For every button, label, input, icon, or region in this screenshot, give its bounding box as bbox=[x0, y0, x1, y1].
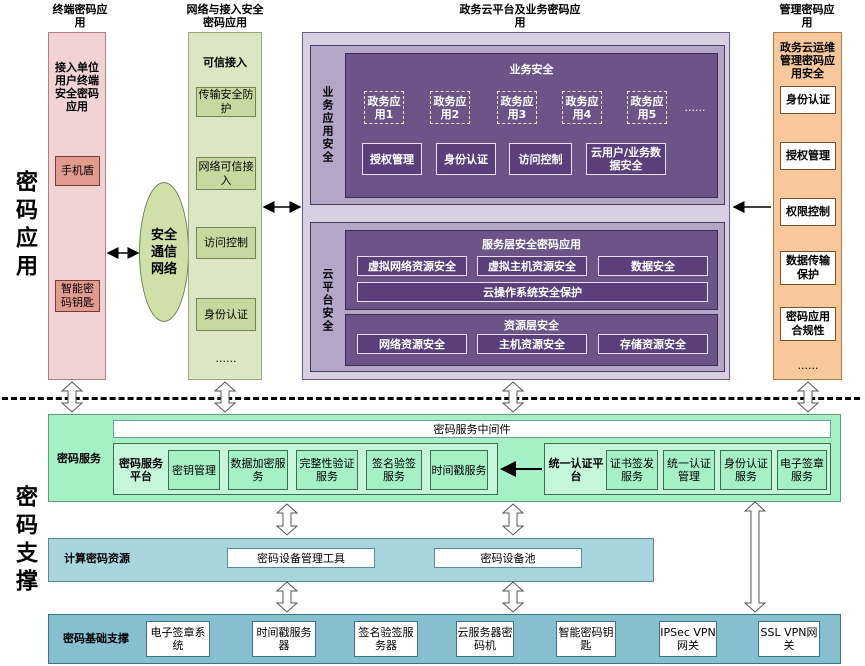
base-item-esign-system: 电子签章系统 bbox=[146, 621, 210, 657]
base-item-smart-key: 智能密码钥匙 bbox=[556, 621, 616, 657]
side-label-upper: 密码应用 bbox=[12, 170, 37, 282]
crypto-platform-label: 密码服务平台 bbox=[119, 457, 163, 483]
resource-item-storage: 存储资源安全 bbox=[598, 334, 708, 354]
terminal-column bbox=[48, 32, 106, 380]
auth-item-identity: 身份认证服务 bbox=[720, 450, 772, 490]
mgmt-item-transport: 数据传输保护 bbox=[780, 251, 836, 285]
mgmt-item-compliance: 密码应用合规性 bbox=[780, 307, 836, 341]
unified-auth-label: 统一认证平台 bbox=[548, 457, 604, 483]
gov-app-5: 政务应用5 bbox=[627, 91, 667, 124]
secure-network-label: 安全通信网络 bbox=[150, 227, 177, 277]
platform-item-timestamp: 时间戳服务 bbox=[430, 450, 488, 490]
gov-app-2: 政务应用2 bbox=[430, 91, 470, 124]
auth-item-cert-issue: 证书签发服务 bbox=[606, 450, 658, 490]
resource-layer-title: 资源层安全 bbox=[504, 318, 559, 332]
secure-network-ellipse: 安全通信网络 bbox=[139, 182, 189, 322]
crypto-services-label: 密码服务 bbox=[57, 451, 101, 465]
biz-item-data-security: 云用户/业务数据安全 bbox=[586, 143, 666, 175]
resource-item-host: 主机资源安全 bbox=[477, 334, 587, 354]
biz-item-access-control: 访问控制 bbox=[509, 143, 572, 175]
base-item-cloud-hsm: 云服务器密码机 bbox=[456, 621, 514, 657]
base-item-timestamp-server: 时间戳服务器 bbox=[252, 621, 316, 657]
gov-app-4: 政务应用4 bbox=[562, 91, 602, 124]
side-label-lower: 密码支撑 bbox=[12, 485, 37, 597]
business-security-title: 业务安全 bbox=[509, 62, 554, 76]
service-item-vnet: 虚拟网络资源安全 bbox=[357, 256, 467, 276]
service-item-cloud-os: 云操作系统安全保护 bbox=[357, 282, 708, 302]
compute-item-device-pool: 密码设备池 bbox=[434, 548, 582, 568]
compute-item-mgmt-tool: 密码设备管理工具 bbox=[227, 548, 375, 568]
gov-app-1: 政务应用1 bbox=[364, 91, 404, 124]
mgmt-heading: 政务云运维管理密码应用安全 bbox=[780, 40, 835, 80]
hollow-arrow-compute-base-right bbox=[501, 581, 525, 613]
mgmt-item-identity: 身份认证 bbox=[780, 86, 836, 114]
hollow-arrow-svc-compute-right bbox=[501, 503, 525, 536]
auth-item-esign: 电子签章服务 bbox=[777, 450, 827, 490]
crypto-middleware-bar: 密码服务中间件 bbox=[113, 420, 831, 438]
platform-item-integrity: 完整性验证服务 bbox=[296, 450, 358, 490]
compute-resources-label: 计算密码资源 bbox=[64, 551, 130, 565]
network-item-transport: 传输安全防护 bbox=[196, 87, 256, 117]
network-item-identity: 身份认证 bbox=[196, 298, 256, 331]
service-item-data: 数据安全 bbox=[598, 256, 708, 276]
terminal-title: 终端密码应用 bbox=[52, 3, 108, 29]
terminal-item-smart-key: 智能密码钥匙 bbox=[55, 280, 100, 312]
base-item-ipsec-vpn: IPSec VPN网关 bbox=[659, 621, 717, 657]
resource-item-network: 网络资源安全 bbox=[357, 334, 467, 354]
network-item-trusted-access: 网络可信接入 bbox=[196, 157, 256, 190]
platform-item-key-mgmt: 密钥管理 bbox=[168, 450, 220, 490]
gov-app-3: 政务应用3 bbox=[497, 91, 537, 124]
terminal-heading: 接入单位用户终端安全密码应用 bbox=[55, 61, 99, 113]
biz-item-identity: 身份认证 bbox=[436, 143, 496, 175]
network-title: 网络与接入安全密码应用 bbox=[186, 3, 264, 29]
service-item-vhost: 虚拟主机资源安全 bbox=[477, 256, 587, 276]
hollow-arrow-compute-base-left bbox=[275, 581, 299, 613]
biz-item-authorization: 授权管理 bbox=[362, 143, 422, 175]
mgmt-item-authorization: 授权管理 bbox=[780, 142, 836, 170]
gov-title: 政务云平台及业务密码应用 bbox=[459, 3, 581, 29]
platform-item-encryption: 数据加密服务 bbox=[228, 450, 288, 490]
terminal-item-phone-shield: 手机盾 bbox=[55, 156, 100, 186]
network-item-access-control: 访问控制 bbox=[196, 227, 256, 259]
base-support-label: 密码基础支撑 bbox=[63, 631, 129, 645]
cloud-security-label: 云平台安全 bbox=[321, 267, 334, 333]
mgmt-title: 管理密码应用 bbox=[779, 3, 835, 29]
platform-item-signature: 签名验签服务 bbox=[366, 450, 422, 490]
network-heading: 可信接入 bbox=[203, 55, 247, 69]
gov-apps-more: ...... bbox=[684, 100, 706, 114]
service-layer-title: 服务层安全密码应用 bbox=[482, 237, 581, 251]
section-divider bbox=[2, 397, 860, 400]
network-item-more: ...... bbox=[215, 351, 237, 365]
mgmt-item-more: ...... bbox=[797, 358, 819, 372]
hollow-arrow-auth-base bbox=[743, 501, 767, 613]
base-item-ssl-vpn: SSL VPN网关 bbox=[758, 621, 820, 657]
auth-item-unified-mgmt: 统一认证管理 bbox=[663, 450, 715, 490]
hollow-arrow-svc-compute-left bbox=[275, 503, 299, 536]
business-security-label: 业务应用安全 bbox=[321, 86, 334, 164]
mgmt-item-permission: 权限控制 bbox=[780, 198, 836, 226]
base-item-signature-server: 签名验签服务器 bbox=[354, 621, 418, 657]
